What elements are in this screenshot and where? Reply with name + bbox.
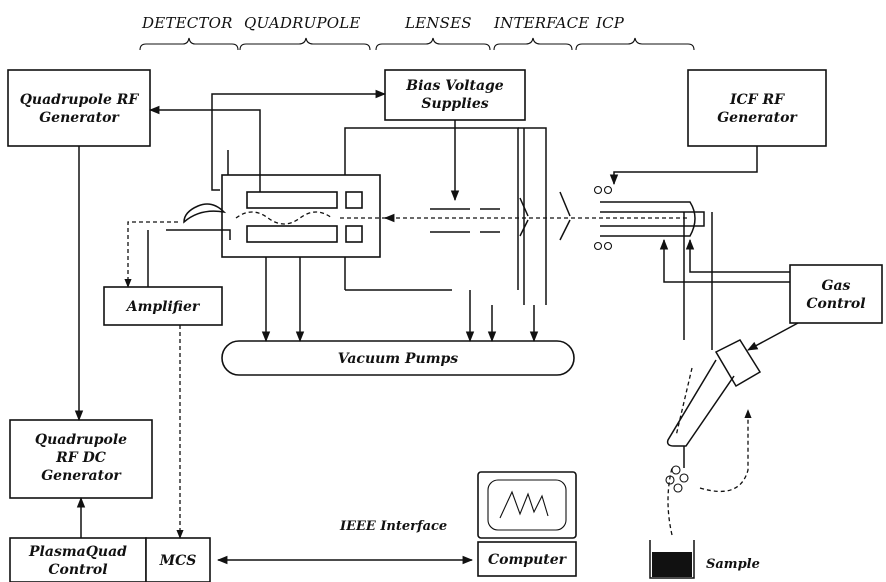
- amplifier-box: Amplifier: [103, 286, 223, 326]
- sample-beaker: [649, 540, 695, 579]
- rf-dc-label-3: Generator: [41, 468, 122, 484]
- quadrupole-housing: [221, 174, 381, 258]
- torch-outer-tube: [600, 201, 696, 237]
- bias-voltage-label-1: Bias Voltage: [405, 78, 504, 94]
- vacuum-pumps-label: Vacuum Pumps: [338, 351, 459, 367]
- sample-uptake: [667, 467, 673, 536]
- computer: Computer: [477, 471, 577, 577]
- interface-chamber-outline: [518, 127, 547, 305]
- icf-rf-generator-label-2: Generator: [717, 110, 798, 126]
- section-braces: [139, 37, 695, 51]
- sampler-cone: [559, 191, 571, 241]
- rf-dc-label-2: RF DC: [55, 450, 106, 466]
- ion-trajectory-wave: [235, 211, 333, 225]
- connections: [74, 89, 799, 539]
- icf-rf-generator-label-1: ICF RF: [729, 92, 785, 108]
- brace-lenses: [375, 37, 491, 51]
- section-detector: DETECTOR: [141, 14, 233, 32]
- rf-to-rods: [148, 105, 261, 192]
- sample-label: Sample: [706, 557, 760, 572]
- nebulizer: [714, 339, 762, 388]
- mcs-box: MCS: [145, 537, 211, 582]
- icf-rf-generator-box: ICF RF Generator: [687, 69, 827, 147]
- section-lenses: LENSES: [404, 14, 472, 32]
- icf-to-coil: [609, 146, 758, 186]
- bias-voltage-supplies-box: Bias Voltage Supplies: [384, 69, 526, 121]
- torch-inner-tube: [600, 211, 705, 227]
- brace-interface: [493, 37, 573, 51]
- sample-liquid: [652, 552, 692, 577]
- spray-chamber-dash: [675, 367, 693, 437]
- computer-screen: [487, 479, 567, 531]
- gas-to-nebulizer: [747, 322, 799, 351]
- detector-base: [166, 229, 231, 240]
- gas-control-label-1: Gas: [822, 278, 851, 294]
- detector-channeltron: [183, 203, 227, 224]
- plasmaquad-label-1: PlasmaQuad: [28, 544, 127, 560]
- quadrupole-rf-generator-box: Quadrupole RF Generator: [7, 69, 151, 147]
- plasmaquad-label-2: Control: [48, 562, 107, 578]
- quadrupole-rf-generator-label-2: Generator: [39, 110, 120, 126]
- quadrupole-end-lower: [345, 225, 363, 243]
- computer-label: Computer: [488, 552, 568, 568]
- plasmaquad-control-box: PlasmaQuad Control: [9, 537, 147, 582]
- rf-dc-label-1: Quadrupole: [35, 432, 127, 448]
- brace-icp: [575, 37, 695, 51]
- spray-chamber: [666, 339, 762, 468]
- section-quadrupole: QUADRUPOLE: [244, 14, 361, 32]
- section-icp: ICP: [595, 14, 625, 32]
- sample: Sample: [649, 409, 760, 579]
- quadrupole-rod-upper: [246, 191, 338, 209]
- icp-torch: [593, 185, 713, 350]
- sample-to-nebulizer: [699, 409, 752, 492]
- spray-chamber-body: [666, 359, 735, 447]
- computer-base: [477, 541, 577, 577]
- detector-to-amplifier-dashed: [124, 221, 178, 288]
- computer-monitor: [477, 471, 577, 539]
- bias-voltage-label-2: Supplies: [421, 96, 488, 112]
- ieee-interface-label: IEEE Interface: [339, 519, 447, 534]
- quadrupole-end-upper: [345, 191, 363, 209]
- quadrupole-rf-dc-generator-box: Quadrupole RF DC Generator: [9, 419, 153, 499]
- gas-to-torch-2: [685, 238, 790, 273]
- quadrupole-rf-generator-label-1: Quadrupole RF: [20, 92, 140, 108]
- vacuum-pumps: Vacuum Pumps: [221, 340, 575, 376]
- skimmer-cone: [519, 197, 529, 237]
- gas-to-torch-1: [659, 238, 790, 283]
- gas-control-label-2: Control: [806, 296, 865, 312]
- section-headers: DETECTOR QUADRUPOLE LENSES INTERFACE ICP: [141, 14, 625, 32]
- brace-detector: [139, 37, 239, 51]
- quadrupole-rod-lower: [246, 225, 338, 243]
- section-interface: INTERFACE: [493, 14, 589, 32]
- brace-quadrupole: [239, 37, 371, 51]
- bias-to-detector: [211, 89, 387, 191]
- gas-control-box: Gas Control: [789, 264, 883, 324]
- computer-spectrum-trace: [499, 490, 549, 519]
- vacuum-chamber: [166, 127, 690, 305]
- mcs-label: MCS: [159, 553, 197, 569]
- amplifier-label: Amplifier: [125, 299, 201, 315]
- torch-feed-tubes: [683, 212, 713, 350]
